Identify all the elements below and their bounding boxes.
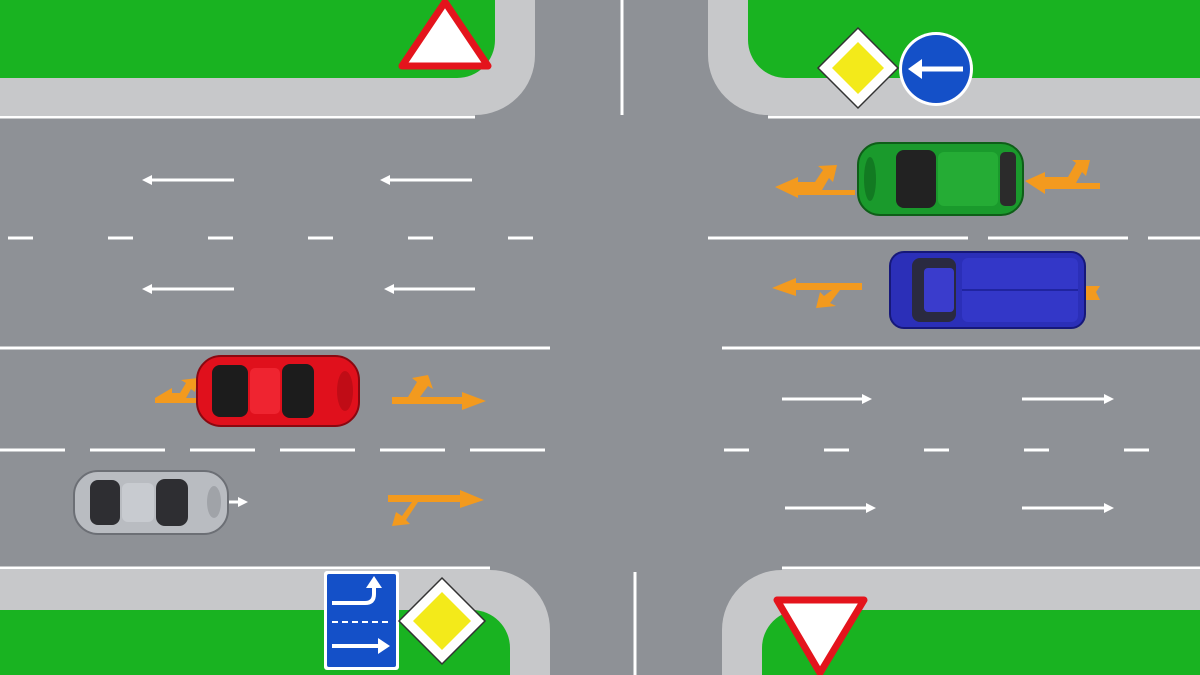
turn-left-only-sign (899, 32, 973, 106)
arrow-left-icon (908, 59, 963, 79)
green-hatchback (857, 142, 1024, 216)
lane-direction-sign (324, 571, 399, 670)
turn-signal-icon (392, 375, 486, 410)
turn-signals (155, 160, 1100, 526)
priority-road-sign-bottom (397, 576, 487, 666)
blue-van (889, 251, 1086, 329)
turn-signal-icon (775, 165, 855, 198)
turn-signal-icon (155, 378, 198, 403)
red-coupe (196, 355, 360, 427)
silver-sports-car (73, 470, 229, 535)
corner-bottom-right (722, 570, 1200, 675)
corner-top-left (0, 0, 535, 115)
priority-road-sign-top-right (816, 26, 900, 110)
turn-signal-icon (1086, 286, 1100, 300)
road-edge-lines (0, 115, 1200, 570)
yield-sign-bottom-right (773, 596, 868, 675)
direction-arrows (142, 175, 1114, 513)
give-way-sign-top-left (398, 0, 492, 70)
turn-signal-icon (772, 278, 862, 308)
turn-signal-icon (388, 490, 484, 526)
turn-signal-icon (1025, 160, 1100, 194)
